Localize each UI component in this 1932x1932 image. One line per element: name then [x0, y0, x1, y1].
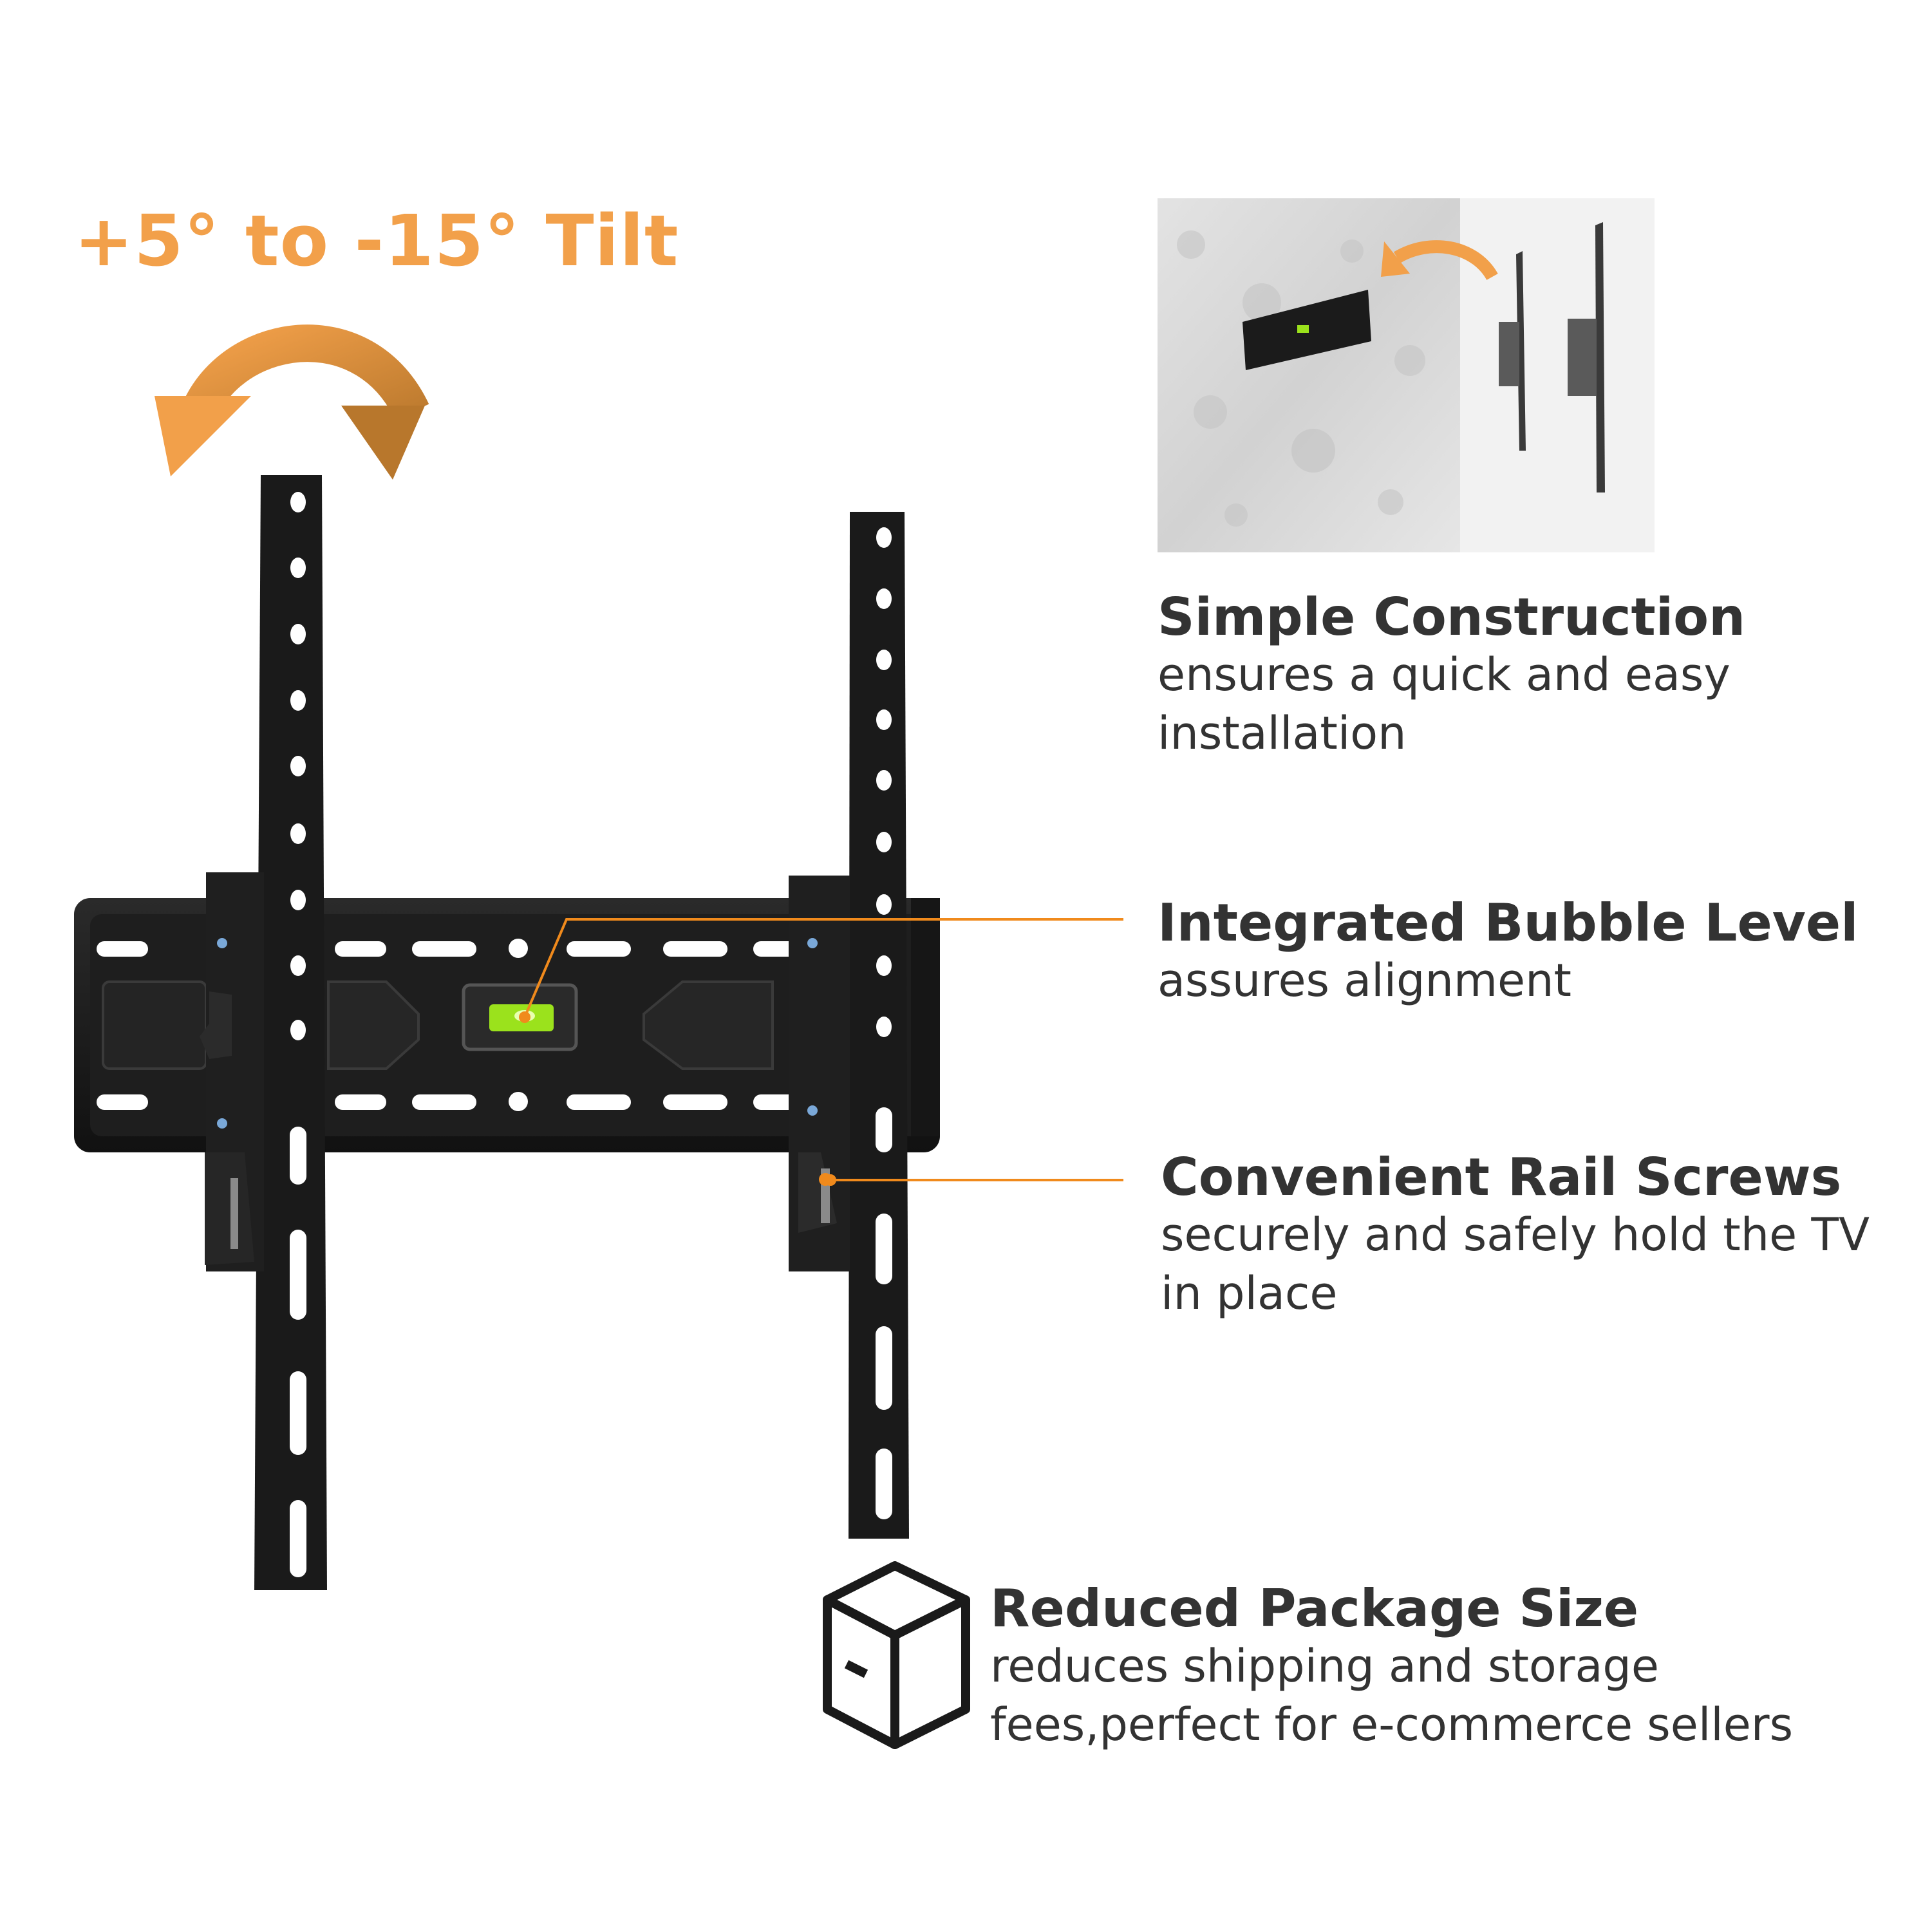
feature-title: Simple Construction	[1158, 587, 1746, 647]
tilt-range-title: +5° to -15° Tilt	[74, 200, 679, 282]
mounted-plate-icon	[1243, 290, 1371, 370]
curved-double-arrow-icon	[155, 324, 429, 480]
feature-title: Reduced Package Size	[990, 1579, 1639, 1638]
feature-description: securely and safely hold the TV in place	[1161, 1208, 1870, 1320]
box-icon	[823, 1561, 970, 1749]
left-vertical-arm	[200, 475, 327, 1590]
callout-lines	[519, 918, 1123, 1186]
feature-bubble-level: Integrated Bubble Level assures alignmen…	[1158, 895, 1898, 1010]
feature-rail-screws: Convenient Rail Screws securely and safe…	[1161, 1149, 1901, 1323]
feature-title: Convenient Rail Screws	[1161, 1147, 1842, 1207]
feature-description: reduces shipping and storage fees,perfec…	[990, 1640, 1794, 1751]
feature-title: Integrated Bubble Level	[1158, 893, 1859, 953]
feature-simple-construction: Simple Construction ensures a quick and …	[1158, 589, 1898, 763]
side-arms-icon	[1499, 222, 1605, 492]
right-vertical-arm	[789, 512, 940, 1539]
feature-description: ensures a quick and easy installation	[1158, 648, 1730, 760]
feature-package-size: Reduced Package Size reduces shipping an…	[990, 1580, 1917, 1754]
feature-description: assures alignment	[1158, 954, 1571, 1007]
wall-install-image	[1158, 198, 1655, 552]
